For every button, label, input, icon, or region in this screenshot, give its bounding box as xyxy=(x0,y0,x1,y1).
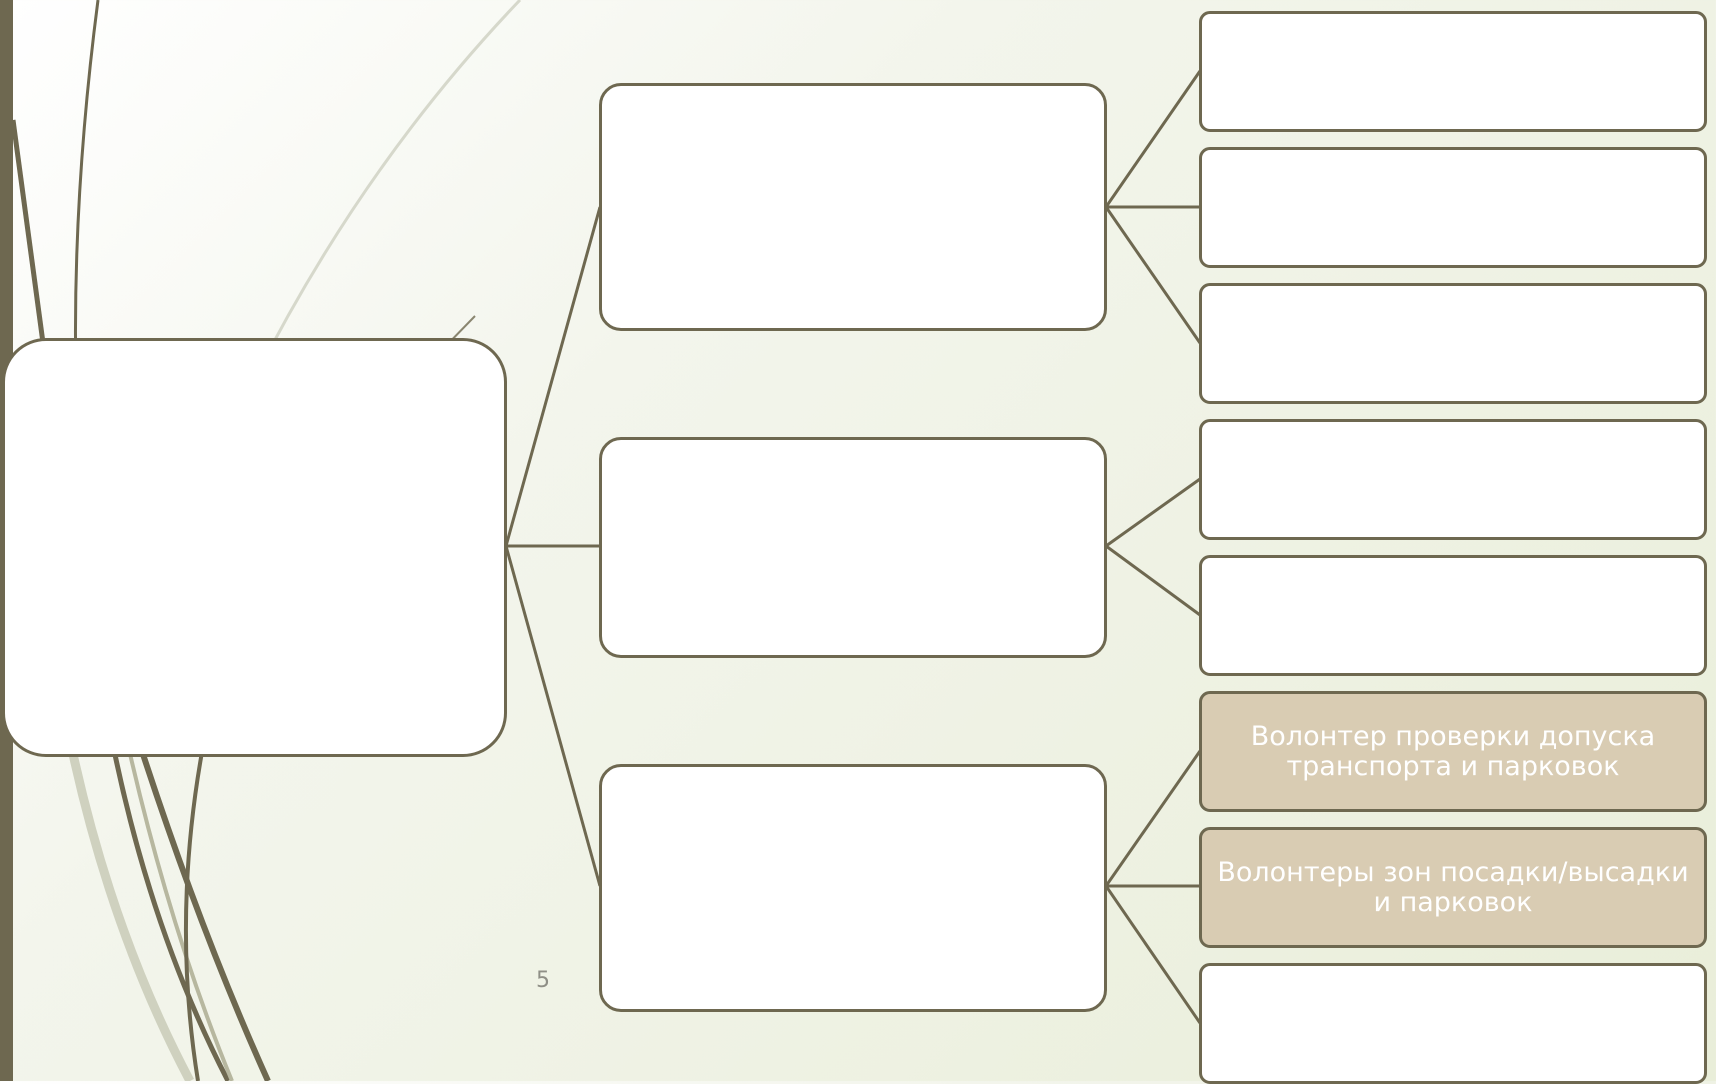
connector-branch-3-leaf-1 xyxy=(1104,750,1202,887)
connector-root-branch-3 xyxy=(504,545,602,887)
leaf-node-3-3 xyxy=(1199,963,1707,1084)
leaf-node-1-3 xyxy=(1199,283,1707,404)
branch-node-1 xyxy=(599,83,1107,331)
slide-number: 5 xyxy=(536,968,550,993)
leaf-node-1-2 xyxy=(1199,147,1707,268)
leaf-node-3-1: Волонтер проверки допуска транспорта и п… xyxy=(1199,691,1707,812)
connector-branch-2-leaf-1 xyxy=(1105,477,1201,548)
decorative-curve xyxy=(183,751,204,1081)
connector-branch-3-leaf-3 xyxy=(1104,885,1202,1024)
connector-branch-1-leaf-1 xyxy=(1104,70,1202,208)
connector-branch-2-leaf-2 xyxy=(1105,544,1201,617)
root-node xyxy=(2,338,507,757)
decorative-curve xyxy=(126,744,234,1081)
branch-node-3 xyxy=(599,764,1107,1012)
leaf-node-label: Волонтеры зон посадки/высадки и парковок xyxy=(1217,856,1689,918)
decorative-curve xyxy=(109,739,231,1081)
leaf-node-2-1 xyxy=(1199,419,1707,540)
connector-root-branch-1 xyxy=(504,206,602,547)
leaf-node-1-1 xyxy=(1199,11,1707,132)
leaf-node-label: Волонтер проверки допуска транспорта и п… xyxy=(1250,720,1656,782)
leaf-node-3-2: Волонтеры зон посадки/высадки и парковок xyxy=(1199,827,1707,948)
decorative-curve xyxy=(65,739,194,1081)
connector-branch-1-leaf-3 xyxy=(1104,206,1202,344)
leaf-node-2-2 xyxy=(1199,555,1707,676)
decorative-curve xyxy=(137,744,271,1081)
decorative-curve xyxy=(73,0,100,381)
branch-node-2 xyxy=(599,437,1107,658)
